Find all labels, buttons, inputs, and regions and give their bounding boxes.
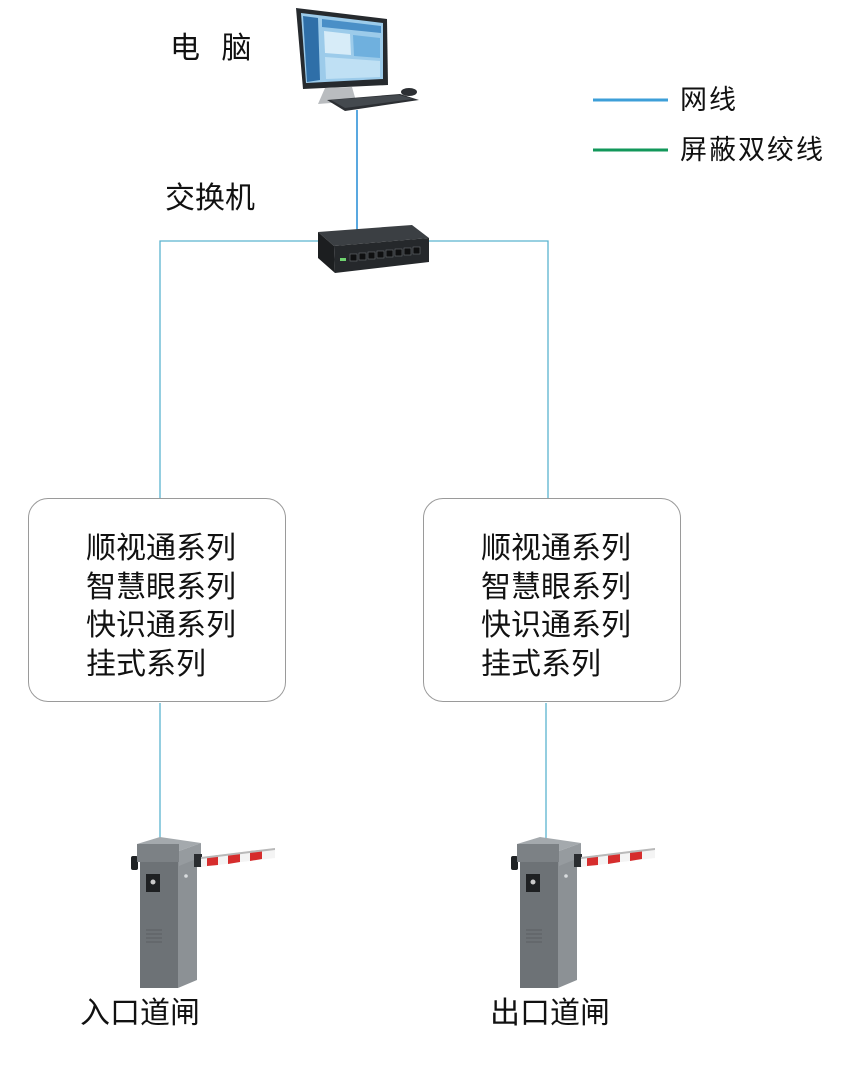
computer-icon	[296, 8, 419, 111]
screen-sidebar	[303, 16, 320, 82]
camera-series-item: 智慧眼系列	[86, 569, 236, 605]
camera-series-item: 智慧眼系列	[481, 569, 631, 605]
camera-series-item: 顺视通系列	[86, 531, 236, 566]
camera-series-item: 快识通系列	[86, 608, 236, 643]
switch-port	[394, 248, 403, 257]
left-camera-box: 顺视通系列 智慧眼系列 快识通系列 挂式系列	[28, 498, 286, 702]
switch-label: 交换机	[165, 181, 255, 216]
keyboard-keys	[331, 95, 413, 108]
switch-port	[358, 252, 367, 261]
exit-gate-label: 出口道闸	[490, 996, 610, 1031]
camera-series-list: 顺视通系列 智慧眼系列 快识通系列 挂式系列	[481, 530, 631, 684]
camera-series-item: 挂式系列	[86, 646, 206, 682]
legend-label-shielded: 屏蔽双绞线	[680, 135, 825, 166]
switch-port	[385, 249, 394, 258]
left-barrier-gate-icon	[130, 836, 276, 989]
switch-led	[340, 258, 346, 261]
switch-side	[318, 232, 335, 273]
switch-top	[318, 225, 429, 246]
screen-panel-a	[324, 31, 351, 55]
camera-series-item: 挂式系列	[481, 646, 601, 682]
entrance-gate-label: 入口道闸	[80, 996, 200, 1031]
switch-port	[403, 247, 412, 256]
switch-port	[376, 250, 385, 259]
camera-series-list: 顺视通系列 智慧眼系列 快识通系列 挂式系列	[86, 530, 236, 684]
screen-panel-c	[325, 57, 380, 79]
camera-series-item: 快识通系列	[481, 608, 631, 643]
screen-panel-b	[353, 35, 380, 58]
right-camera-box: 顺视通系列 智慧眼系列 快识通系列 挂式系列	[423, 498, 681, 702]
screen-header	[322, 19, 381, 33]
legend-label-network: 网线	[680, 85, 738, 116]
switch-port	[349, 253, 358, 262]
switch-port	[412, 246, 421, 255]
line-switch-to-left-camera	[159, 240, 318, 498]
computer-label: 电 脑	[170, 31, 258, 66]
switch-icon	[318, 225, 429, 273]
camera-series-item: 顺视通系列	[481, 531, 631, 566]
switch-port	[367, 251, 376, 260]
mouse	[401, 88, 417, 96]
right-barrier-gate-icon	[510, 836, 656, 989]
line-switch-to-right-camera	[426, 240, 549, 498]
